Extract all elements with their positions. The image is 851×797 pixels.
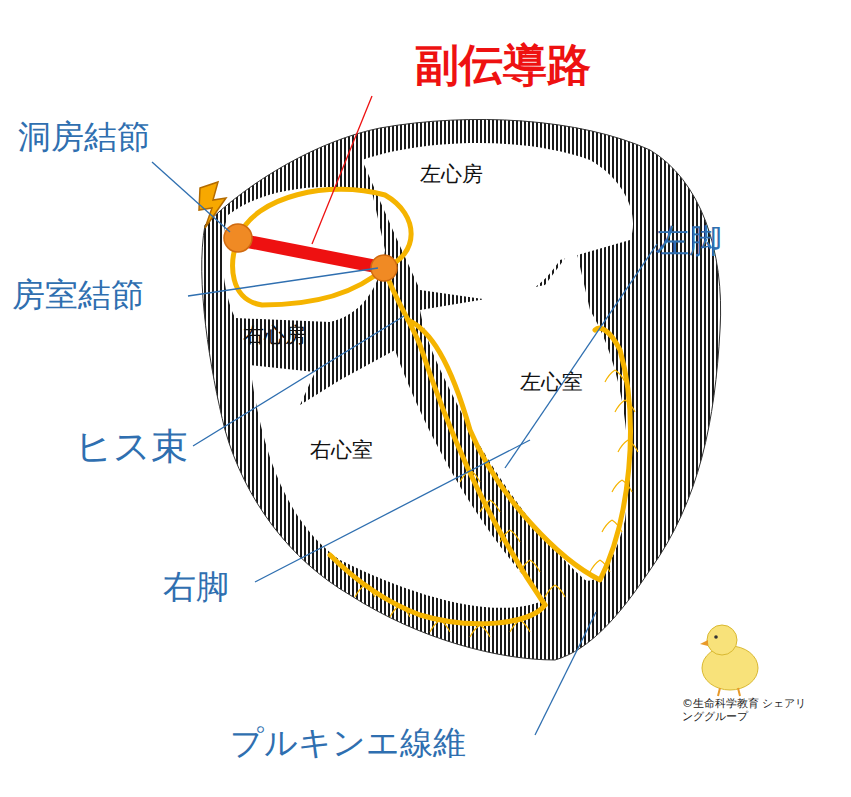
part-name: 房室結節 bbox=[12, 276, 144, 314]
chamber-name: 左心房 bbox=[420, 162, 483, 186]
heart-wall bbox=[202, 119, 721, 660]
chamber-name: 右心房 bbox=[243, 323, 306, 347]
part-name: ヒス束 bbox=[75, 426, 188, 469]
leader-lines bbox=[152, 162, 657, 735]
conduction-system bbox=[233, 189, 631, 623]
left-ventricle-cavity bbox=[420, 245, 628, 581]
part-name: 洞房結節 bbox=[18, 118, 150, 156]
purkinje-fibers bbox=[355, 370, 638, 637]
pathway-title: 副伝導路 bbox=[415, 40, 591, 91]
chick-illustration bbox=[700, 625, 758, 696]
chamber-name: 左心室 bbox=[520, 370, 583, 394]
lightning-icon bbox=[199, 182, 226, 228]
left-atrium-cavity bbox=[362, 143, 633, 300]
chamber-name: 右心室 bbox=[310, 438, 373, 462]
accessory-pathway bbox=[240, 240, 384, 268]
part-name: 右脚 bbox=[163, 568, 229, 606]
sa-node bbox=[224, 224, 252, 252]
part-name: 左脚 bbox=[656, 222, 722, 260]
part-name: プルキンエ線維 bbox=[230, 724, 466, 762]
copyright-note: ©生命科学教育 シェアリンググループ bbox=[682, 698, 812, 723]
leader-line bbox=[312, 96, 372, 244]
